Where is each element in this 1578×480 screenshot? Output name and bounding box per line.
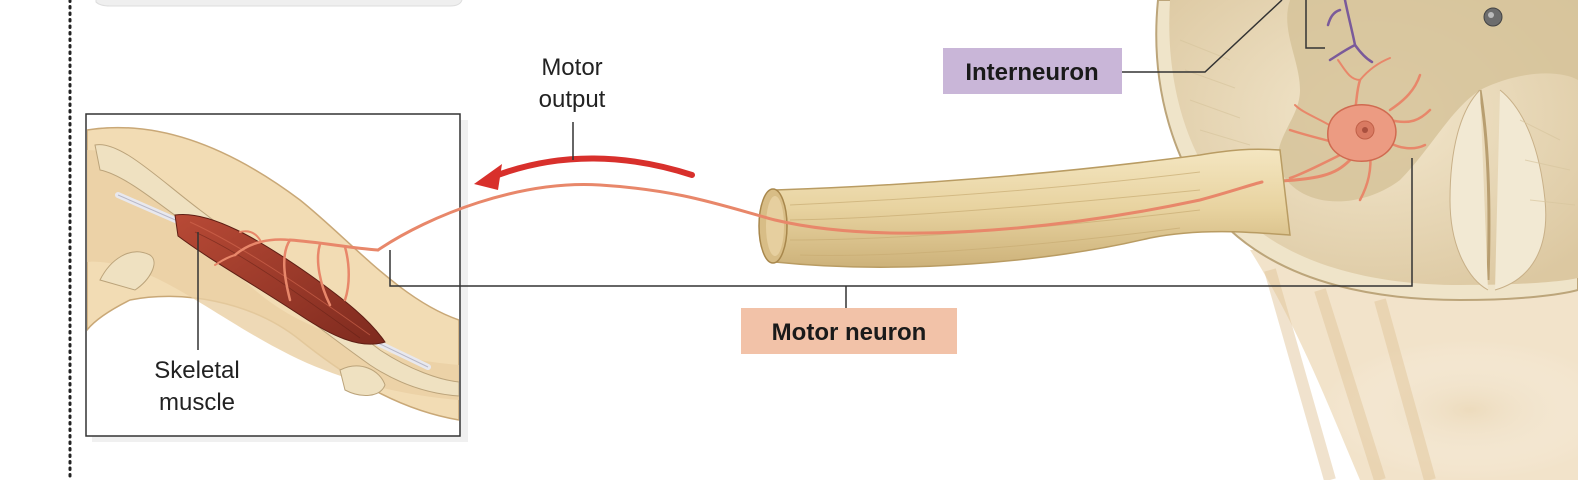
motor-neuron-axon — [376, 180, 1264, 252]
top-box-edge — [95, 0, 463, 7]
interneuron-label: Interneuron — [943, 48, 1122, 94]
motor-output-arrow — [487, 155, 695, 181]
arm-panel — [85, 113, 468, 442]
motor-output-label-line1: Motor — [541, 54, 602, 81]
motor-neuron-bracket — [389, 158, 1413, 287]
svg-text:Interneuron: Interneuron — [965, 59, 1098, 86]
motor-neuron-label: Motor neuron — [741, 308, 957, 354]
motor-output-arrowhead — [474, 164, 502, 190]
skeletal-muscle-label-line2: muscle — [159, 389, 235, 416]
nerve-bundle — [758, 148, 1291, 268]
spinal-cord — [1122, 0, 1578, 480]
svg-text:Motor neuron: Motor neuron — [772, 319, 927, 346]
motor-output-label-line2: output — [539, 86, 606, 113]
skeletal-muscle-shape — [174, 213, 386, 345]
skeletal-muscle-label-line1: Skeletal — [154, 357, 239, 384]
